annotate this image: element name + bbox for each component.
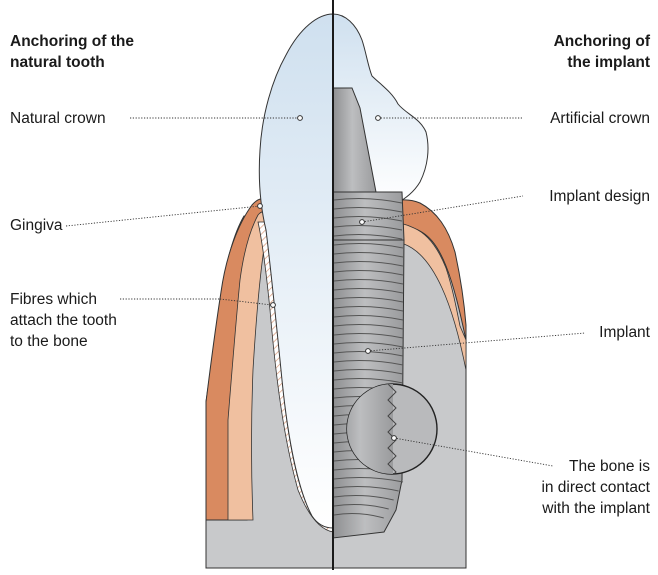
label-artificial-crown: Artificial crown [550,108,650,129]
label-bone-contact: The bone is in direct contact with the i… [541,456,650,519]
label-implant: Implant [599,322,650,343]
heading-natural-tooth: Anchoring of the natural tooth [10,31,134,73]
label-implant-design: Implant design [549,186,650,207]
label-fibres: Fibres which attach the tooth to the bon… [10,289,117,352]
label-gingiva: Gingiva [10,215,63,236]
heading-implant: Anchoring of the implant [554,31,650,73]
label-natural-crown: Natural crown [10,108,106,129]
